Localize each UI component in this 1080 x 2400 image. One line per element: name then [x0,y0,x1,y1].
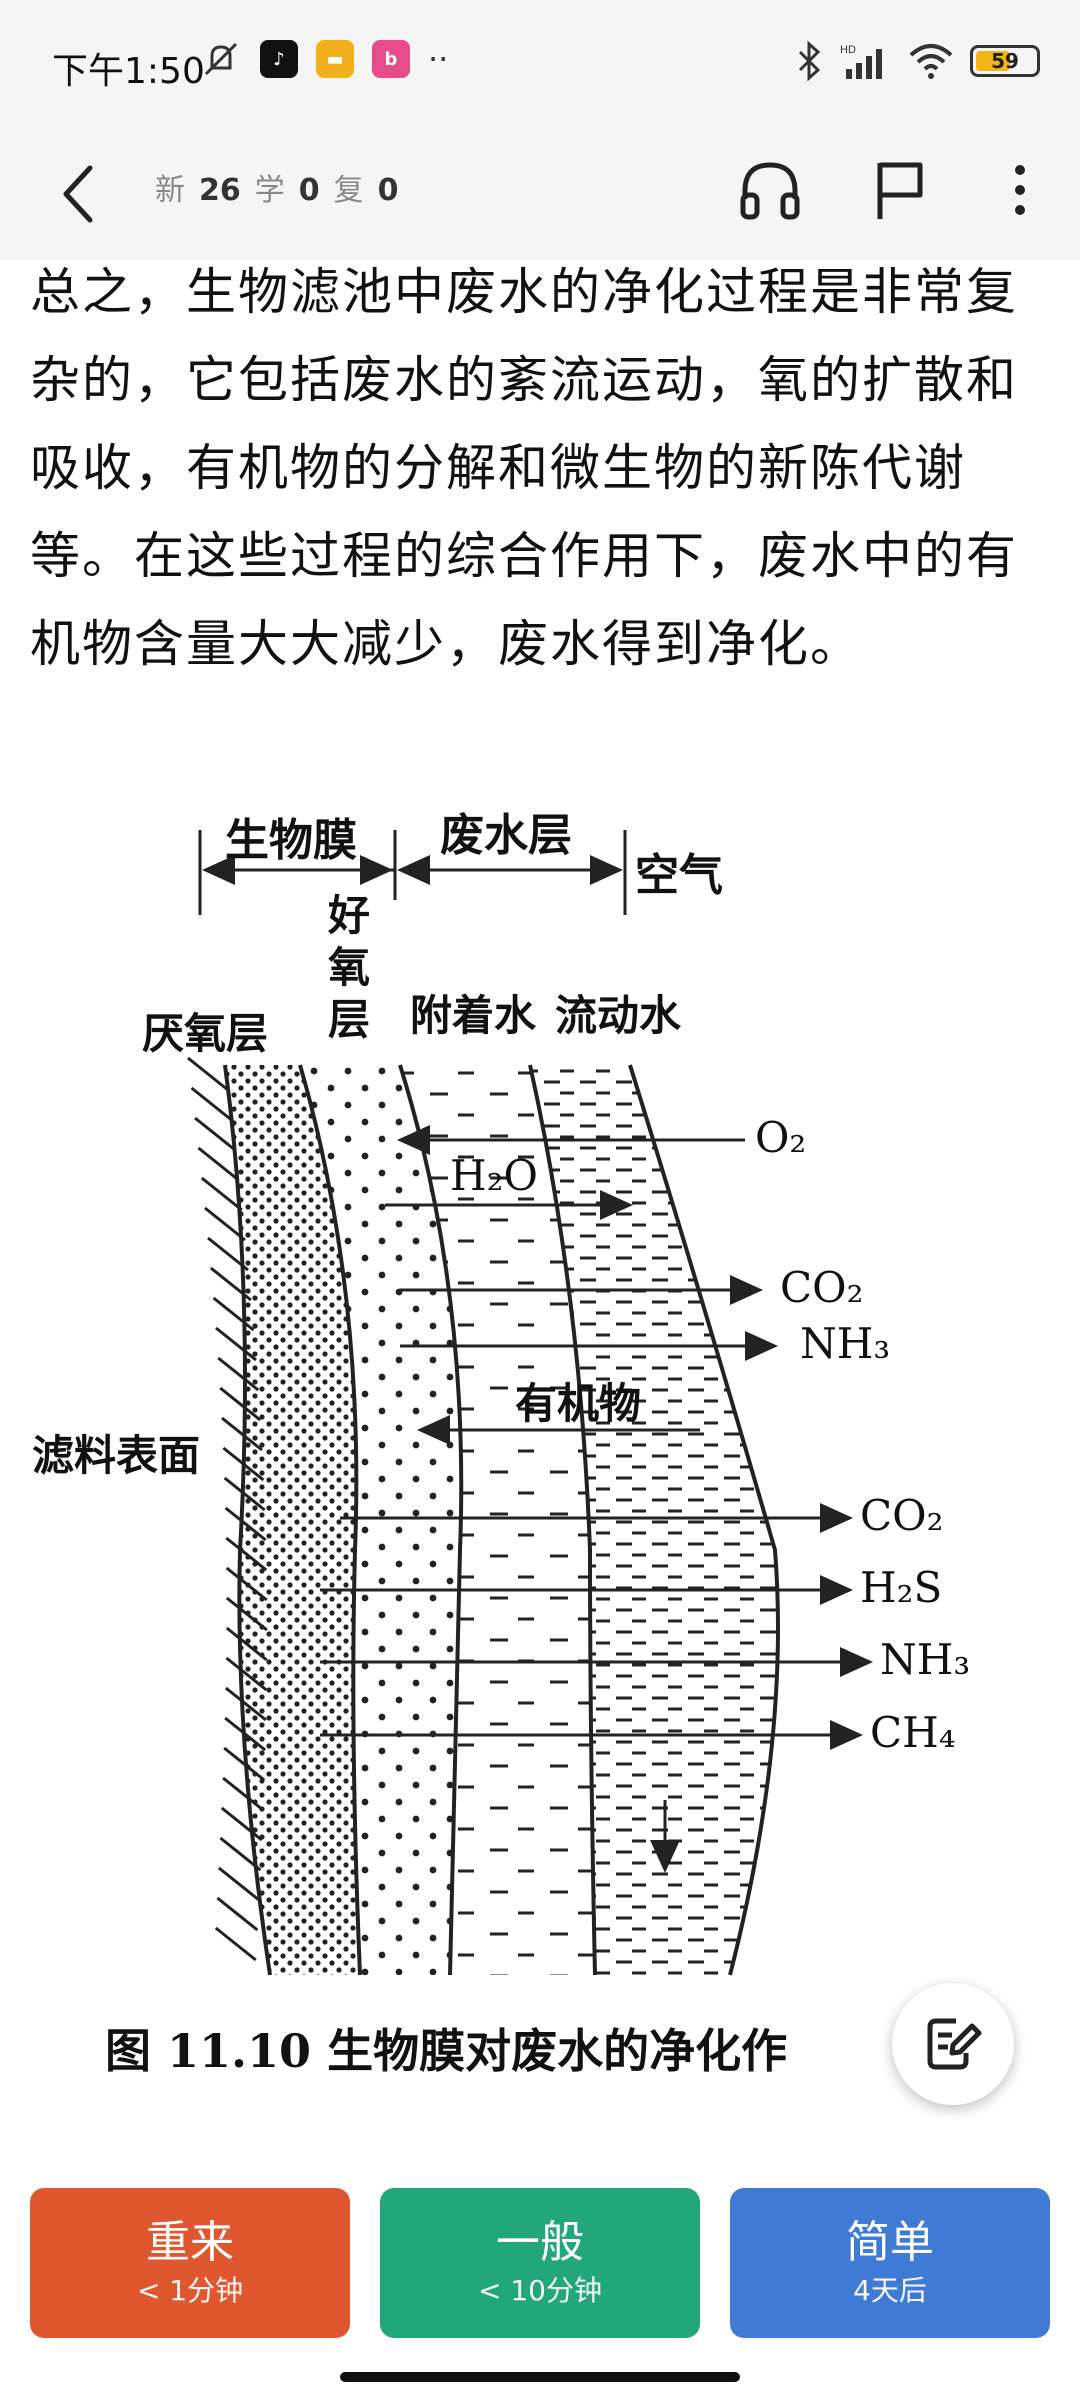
again-interval: < 1分钟 [136,2274,244,2307]
svg-text:氧: 氧 [328,943,370,992]
label-ch4: CH₄ [870,1708,956,1757]
status-time: 下午1:50 [52,51,205,92]
biofilm-figure: 生物膜 废水层 空气 厌氧层 好 氧 层 附着水 流动水 滤料表面 [32,810,970,1976]
more-menu-button[interactable] [980,150,1060,230]
label-wastewater-layer: 废水层 [440,810,572,861]
bilibili-icon: b [372,40,410,78]
douyin-icon: ♪ [260,40,298,78]
label-aerobic-layer: 好 氧 层 [327,891,370,1044]
hatch-mark [197,1146,240,1182]
notification-icons: ♪ ▬ b ·· [200,38,448,80]
audio-button[interactable] [730,150,810,230]
battery-icon: 59 [970,45,1040,77]
flag-icon [877,162,923,219]
hatch-mark [200,1176,243,1212]
hatch-mark [214,1926,257,1962]
hatch-mark [216,1896,259,1932]
easy-button[interactable]: 简单 4天后 [730,2188,1050,2338]
new-count: 26 [199,173,241,208]
easy-label: 简单 [846,2217,934,2268]
study-counts: 新 26 学 0 复 0 [155,165,399,209]
headphones-icon [740,162,800,220]
label-air: 空气 [635,850,723,901]
new-label: 新 [155,173,185,208]
top-dimension-lines [198,830,627,915]
label-co2-lower: CO₂ [860,1491,943,1540]
bluetooth-icon [798,40,821,82]
label-nh3-upper: NH₃ [800,1319,890,1368]
label-h2s: H₂S [860,1563,942,1612]
label-anaerobic-layer: 厌氧层 [142,1009,268,1058]
good-button[interactable]: 一般 < 10分钟 [380,2188,700,2338]
card-text: 总之，生物滤池中废水的净化过程是非常复杂的，它包括废水的紊流运动，氧的扩散和吸收… [30,263,1018,673]
hatch-mark [217,1866,260,1902]
label-nh3-lower: NH₃ [880,1635,970,1684]
label-attached-water: 附着水 [410,991,537,1040]
more-dots-icon: ·· [428,40,449,78]
hatch-mark [204,1206,246,1242]
hatch-mark [190,1086,233,1122]
flag-button[interactable] [860,150,940,230]
learn-label: 学 [254,173,285,208]
home-indicator[interactable] [340,2372,740,2382]
label-organic-matter: 有机物 [515,1379,641,1428]
wifi-icon [909,44,953,79]
again-label: 重来 [146,2217,234,2268]
message-icon: ▬ [316,40,354,78]
app-header: 新 26 学 0 复 0 [0,130,1080,260]
mute-icon [204,42,238,76]
label-co2-upper: CO₂ [780,1263,863,1312]
svg-text:HD: HD [840,44,856,56]
label-filter-surface: 滤料表面 [32,1431,200,1480]
again-button[interactable]: 重来 < 1分钟 [30,2188,350,2338]
label-flowing-water: 流动水 [555,991,682,1040]
review-count: 0 [377,173,399,208]
flow-arrows [320,1125,873,1873]
status-bar: 下午1:50 ♪ ▬ b ·· HD 59 [0,0,1080,130]
battery-level: 59 [991,49,1019,73]
learn-count: 0 [298,173,320,208]
edit-note-button[interactable] [892,1983,1014,2105]
good-label: 一般 [496,2217,584,2268]
easy-interval: 4天后 [853,2274,927,2307]
hatch-mark [194,1116,236,1152]
svg-text:层: 层 [328,995,370,1044]
back-icon[interactable] [50,158,110,230]
label-h2o: H₂O [450,1151,538,1200]
figure-caption: 图 11.10 生物膜对废水的净化作 [105,2024,788,2078]
more-vertical-icon [1015,165,1025,215]
label-biofilm: 生物膜 [225,815,357,866]
hatch-mark [187,1056,229,1092]
edit-note-icon [927,2018,982,2070]
label-o2-in: O₂ [755,1113,806,1162]
signal-icon: HD [840,44,882,79]
good-interval: < 10分钟 [478,2274,602,2307]
review-label: 复 [333,173,364,208]
svg-text:好: 好 [327,891,370,940]
